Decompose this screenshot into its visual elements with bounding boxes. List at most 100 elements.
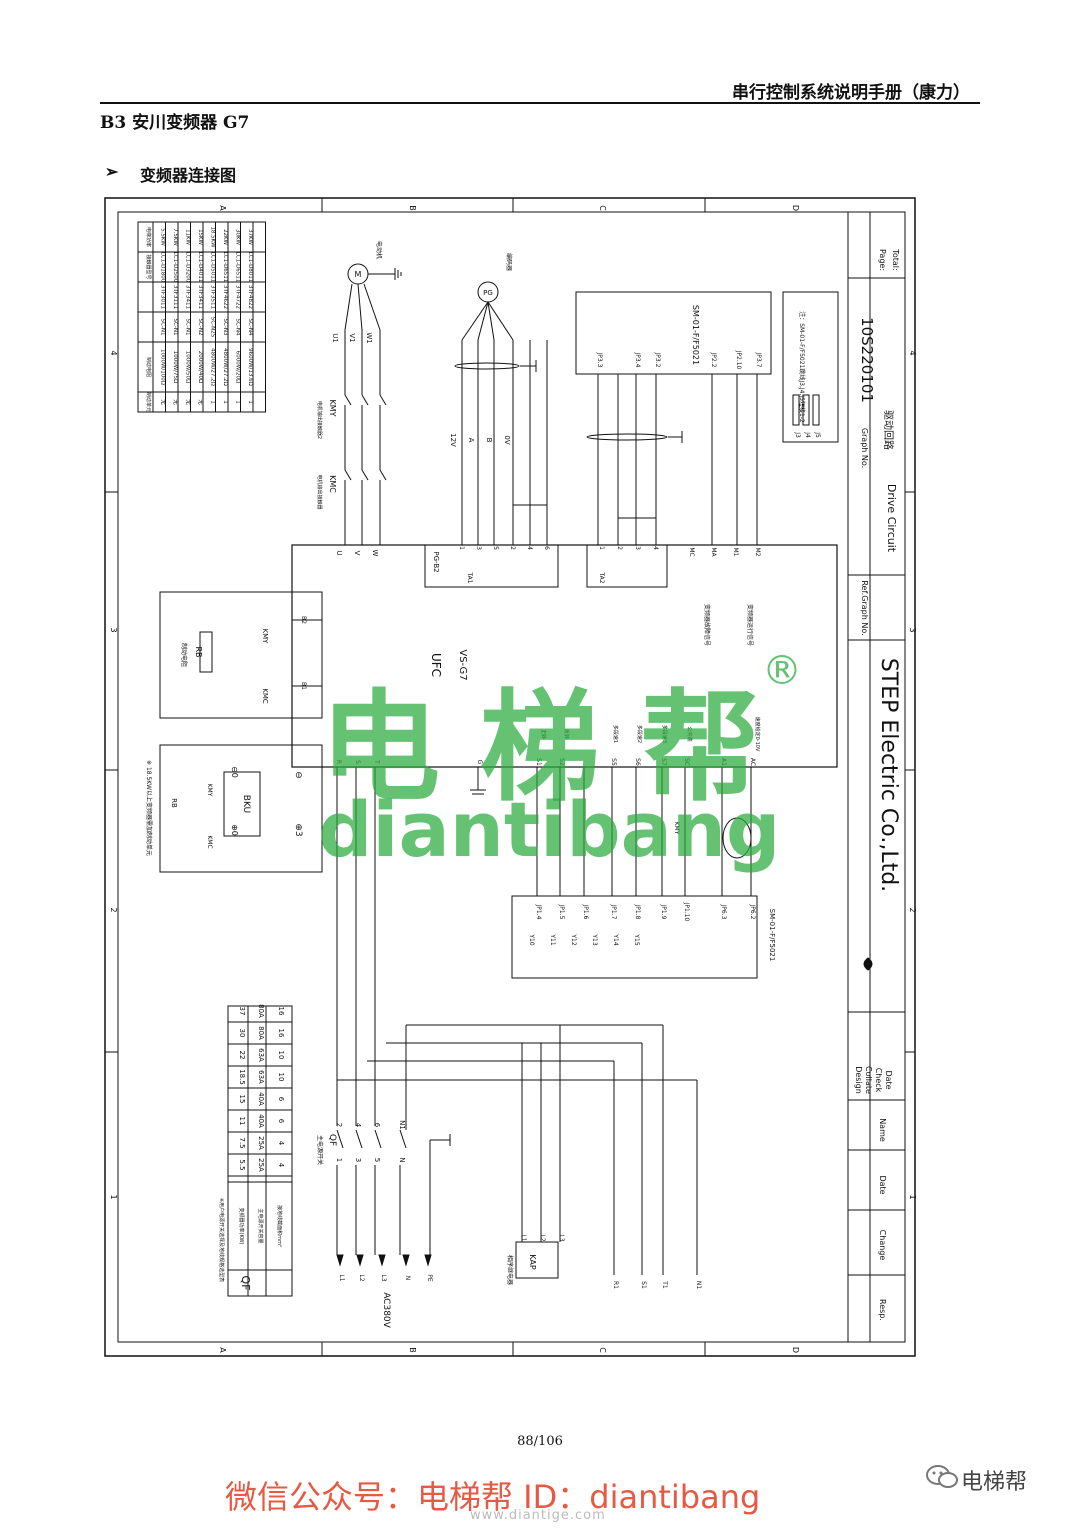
power-out-label: S1: [640, 1281, 647, 1289]
fault-contact-label: M1: [732, 548, 739, 557]
arrow-icon: [336, 1254, 344, 1267]
controller-bottom-output: Y14: [612, 933, 619, 945]
qf-bottom-pin: 3: [354, 1158, 362, 1162]
rev-resp-label: Resp.: [878, 1299, 887, 1321]
qf-wire-cell: 6: [277, 1097, 285, 1102]
zone-number-right: 3: [908, 627, 917, 632]
supply-line-label: L3: [380, 1274, 387, 1281]
brake-resistor-label: 制动电阻: [180, 643, 188, 667]
header-rule: [100, 102, 980, 104]
spec-cell: 1000W/50Ω: [184, 351, 190, 384]
bku-plus3: ⊕3: [293, 823, 303, 836]
controller-top-pin: JP3.4: [634, 352, 641, 368]
brake-resistor-box: [159, 591, 323, 719]
supply-line-label: N: [404, 1276, 411, 1281]
page-label: Page:: [878, 249, 887, 271]
rev-name-label: Name: [878, 1118, 887, 1142]
supply-line-label: L1: [338, 1274, 345, 1281]
drawing-frame: [104, 197, 916, 1357]
encoder-wire-label: 0V: [503, 435, 511, 444]
bku-minus0: ⊖0: [230, 766, 239, 778]
motor-lead-label: V1: [348, 333, 356, 342]
controller-top-pin: JP3.3: [596, 352, 603, 368]
spec-cell: 18.5KW: [209, 226, 215, 248]
input-label: 多段速3: [661, 725, 668, 743]
spec-cell: 5.5KW: [159, 228, 165, 246]
spec-cell: 无: [184, 399, 191, 405]
spec-cell: SC-N2: [197, 319, 203, 336]
phase-relay-pin: L1: [520, 1234, 527, 1241]
qf-breaker-cell: 40A: [257, 1092, 265, 1106]
zone-letter-bottom: B: [408, 1347, 417, 1353]
fault-contact-label: M2: [754, 548, 761, 557]
qf-label: QF: [327, 1134, 337, 1146]
spec-cell: 1: [247, 400, 253, 404]
power-out-label: R1: [612, 1281, 619, 1289]
total-label: Total:: [891, 248, 900, 270]
qf-bottom-pin: 5: [373, 1158, 381, 1162]
ta2-pin: 1: [598, 546, 605, 550]
spec-cell: 37KW: [247, 229, 253, 245]
inverter-box: [291, 544, 838, 768]
spec-cell: 6000W/20Ω: [234, 351, 240, 384]
drawing-inner-frame: [117, 211, 906, 1343]
motor-lead: [344, 283, 353, 331]
brake-unit-rb: RB: [170, 798, 178, 808]
qf-bottom-pin: N: [398, 1157, 406, 1162]
zone-number-left: 4: [109, 350, 118, 355]
zone-number-left: 2: [109, 907, 118, 912]
phase-relay-box: [515, 1241, 559, 1279]
bku-kmy: KMY: [206, 784, 213, 797]
qf-title: 主电源开关: [316, 1135, 324, 1165]
qf-top-pin: 6: [373, 1123, 381, 1128]
input-label: 多段速2: [636, 725, 643, 743]
switch-contact-icon: [399, 1129, 407, 1149]
jumper-note: 注：SM-01-F/F5021跳线J3,J4,J5短接1-2: [798, 311, 806, 423]
spec-cell: 3TF4722: [234, 285, 240, 309]
encoder-lead: [487, 301, 495, 341]
qf-table-row-label: 接地线截面积mm²: [276, 1205, 283, 1247]
title-cn: 驱动回路: [882, 410, 895, 450]
terminal-top-label: V: [353, 551, 361, 556]
zone-number-right: 4: [908, 350, 917, 355]
fault-signal-label: 变频器运行信号: [746, 604, 754, 646]
kmc-label: KMC: [328, 475, 337, 493]
qf-wire-cell: 4: [277, 1141, 285, 1146]
encoder-wire-label: 12V: [449, 433, 457, 447]
qf-power-cell: 30: [238, 1029, 246, 1038]
wechat-account[interactable]: 电梯帮: [925, 1460, 1060, 1500]
jumper-icon: [802, 394, 810, 426]
controller-bottom-pin: JP1.4: [535, 904, 542, 920]
controller-top-pin: JP2.10: [735, 350, 742, 370]
bottom-terminal: S5: [610, 758, 617, 766]
watermark-en: diantibang: [318, 785, 781, 874]
qf-top-pin: 4: [354, 1123, 362, 1128]
spec-cell: 无: [172, 399, 179, 405]
spec-cell: 2000W/40Ω: [197, 351, 203, 384]
controller-bottom-output: Y11: [549, 933, 556, 945]
qf-wire-cell: 10: [277, 1051, 285, 1060]
spec-cell: 4800W/27.2Ω: [209, 348, 215, 386]
qf-wire-cell: 16: [277, 1029, 285, 1038]
qf-power-cell: 11: [238, 1117, 246, 1126]
spec-cell: 无: [197, 399, 204, 405]
page-number: 88/106: [517, 1434, 563, 1449]
motor-label: 电动机: [375, 241, 383, 259]
arrow-icon: [402, 1254, 410, 1267]
switch-contact-icon: [336, 1129, 344, 1149]
manual-title: 串行控制系统说明手册（康力）: [732, 83, 970, 103]
controller-top-pin: JP2.2: [710, 352, 717, 368]
ta2-pin: 4: [652, 546, 659, 550]
encoder-lead: [461, 301, 489, 341]
zone-number-left: 1: [109, 1194, 118, 1199]
cable-shield-icon: [586, 433, 668, 441]
spec-cell: 3TF3111: [172, 285, 178, 309]
zone-letter-top: D: [791, 205, 800, 211]
controller-top-box: [575, 291, 772, 375]
spec-cell: 3TF3411: [197, 285, 203, 309]
switch-contact-icon: [355, 1129, 363, 1149]
qf-top-pin: N1: [398, 1120, 406, 1130]
controller-bottom-pin: JP1.10: [683, 902, 690, 922]
qf-breaker-cell: 80A: [257, 1004, 265, 1018]
jumper-label: J5: [814, 431, 821, 438]
